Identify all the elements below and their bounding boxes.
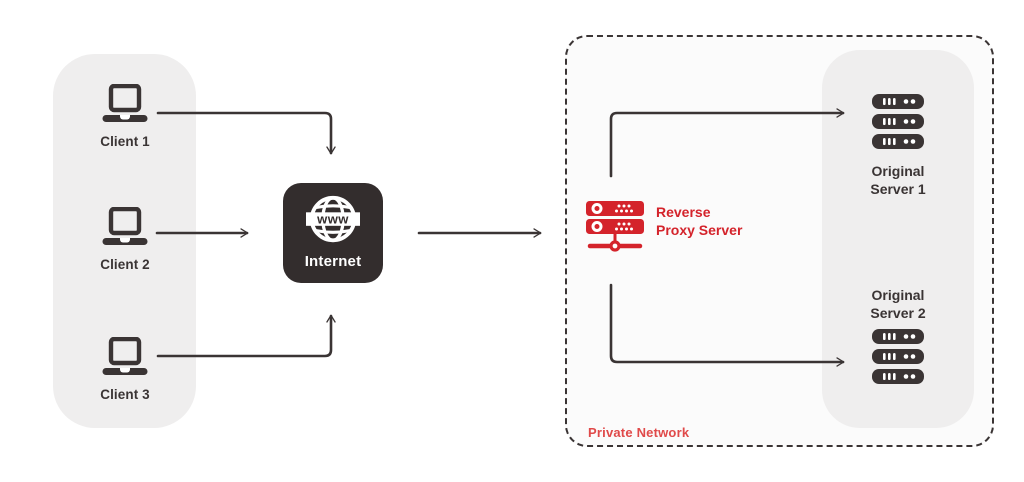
origin-server-2-node: Original Server 2 bbox=[822, 287, 974, 392]
server-stack-icon bbox=[872, 94, 924, 149]
origin-server-2-label: Original Server 2 bbox=[870, 287, 926, 321]
laptop-icon bbox=[102, 336, 148, 375]
laptop-icon bbox=[102, 206, 148, 245]
client-2-label: Client 2 bbox=[100, 257, 150, 272]
client-1-node: Client 1 bbox=[77, 83, 173, 149]
private-network-label: Private Network bbox=[588, 425, 690, 440]
client-2-node: Client 2 bbox=[77, 206, 173, 272]
client-3-label: Client 3 bbox=[100, 387, 150, 402]
origin-servers-panel bbox=[822, 50, 974, 428]
client-1-label: Client 1 bbox=[100, 134, 150, 149]
laptop-icon bbox=[102, 83, 148, 122]
origin-server-1-node: Original Server 1 bbox=[822, 94, 974, 199]
client-3-node: Client 3 bbox=[77, 336, 173, 402]
reverse-proxy-server-icon bbox=[586, 201, 644, 252]
origin-server-1-label: Original Server 1 bbox=[870, 163, 926, 197]
svg-text:www: www bbox=[316, 211, 349, 226]
internet-node: www Internet bbox=[283, 183, 383, 283]
server-stack-icon bbox=[872, 328, 924, 384]
globe-www-icon: www bbox=[306, 195, 360, 243]
internet-label: Internet bbox=[304, 253, 362, 270]
reverse-proxy-label: Reverse Proxy Server bbox=[656, 204, 743, 239]
